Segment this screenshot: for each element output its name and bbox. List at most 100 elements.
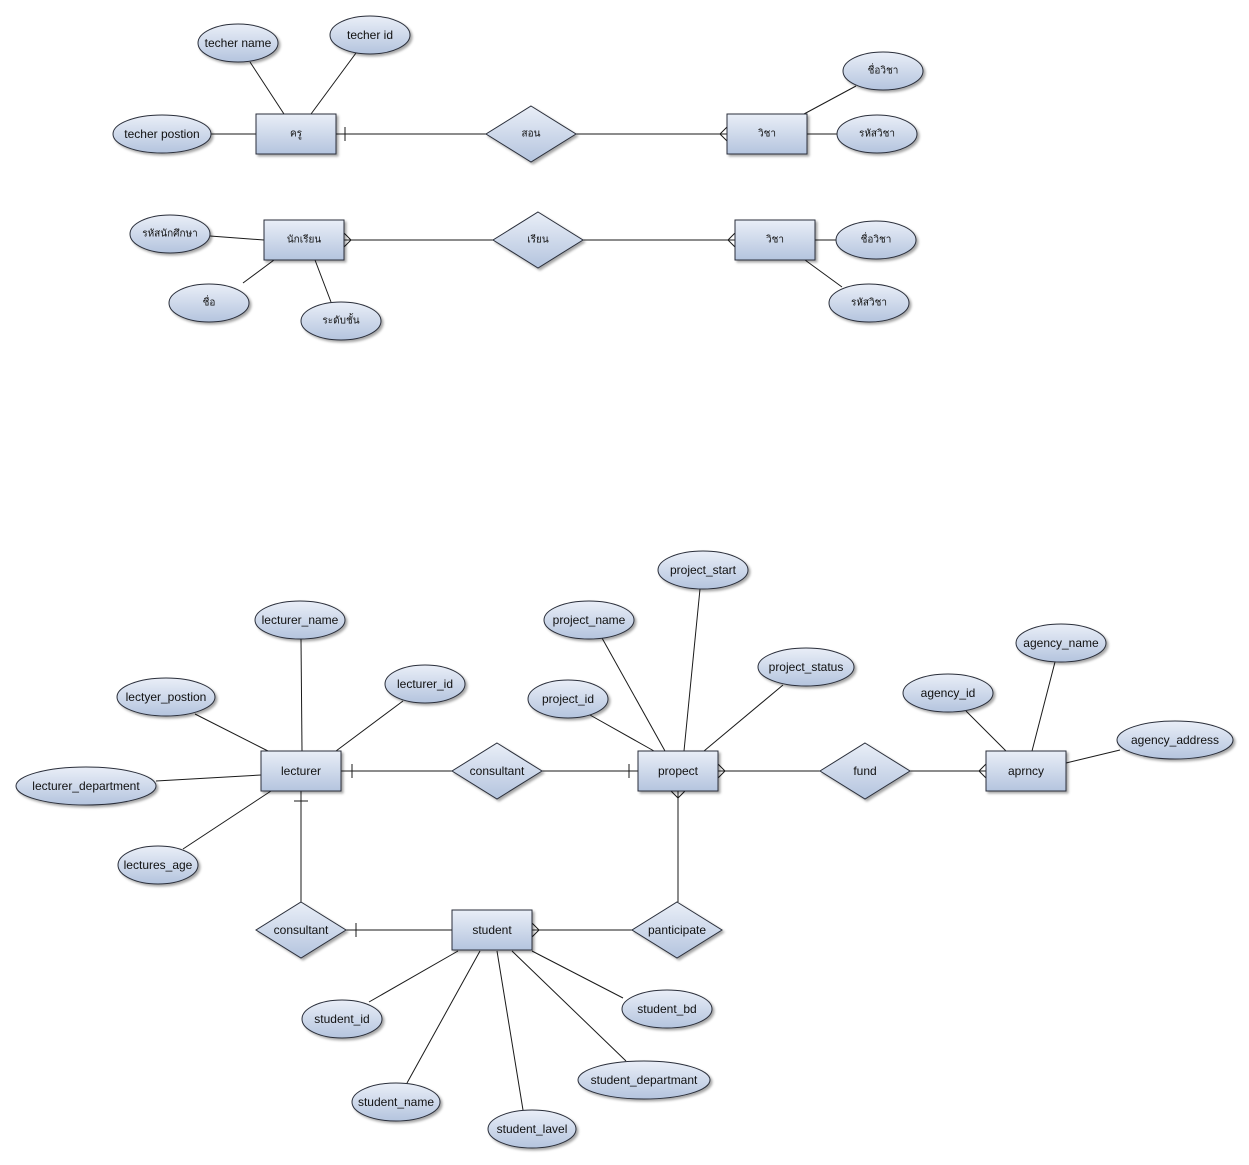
entity-agency[interactable]: aprncy [985, 750, 1067, 792]
shape-label: เรียน [527, 234, 549, 246]
shape-label: student [472, 923, 512, 937]
entity-student-th[interactable]: นักเรียน [263, 219, 345, 261]
attribute-ellipse [197, 23, 279, 63]
shape-label: project_name [553, 613, 626, 627]
attribute-stname[interactable]: ชื่อ [168, 283, 250, 323]
attribute-sname[interactable]: student_name [351, 1082, 441, 1122]
attribute-pstart[interactable]: project_start [657, 550, 749, 590]
attribute-stid[interactable]: รหัสนักศึกษา [129, 214, 211, 254]
connector-line [1031, 661, 1056, 752]
attribute-ellipse [842, 51, 924, 91]
attribute-ldept[interactable]: lecturer_department [15, 766, 157, 806]
entity-subject1[interactable]: วิชา [726, 113, 808, 155]
attribute-ellipse [15, 766, 157, 806]
attribute-lage[interactable]: lectures_age [117, 845, 199, 885]
attribute-ellipse [300, 301, 382, 341]
attribute-s2name[interactable]: ชื่อวิชา [835, 220, 917, 260]
shape-label: agency_address [1131, 733, 1219, 747]
entity-project[interactable]: propect [637, 750, 719, 792]
cardinality-many-mark [531, 922, 540, 938]
attribute-sdept[interactable]: student_departmant [577, 1060, 711, 1100]
attribute-ellipse [112, 114, 212, 154]
attribute-ellipse [117, 845, 199, 885]
shape-label: project_status [769, 660, 844, 674]
relationship-study[interactable]: เรียน [492, 211, 584, 269]
attribute-lpos[interactable]: lectyer_postion [116, 677, 216, 717]
entity-subject2[interactable]: วิชา [734, 219, 816, 261]
relationship-teach[interactable]: สอน [485, 105, 577, 163]
connector-line [965, 710, 1007, 752]
shape-label: techer id [347, 28, 393, 42]
connector-line [683, 588, 701, 752]
cardinality-many-mark [978, 763, 987, 779]
connector-line [589, 714, 655, 752]
attribute-s1name[interactable]: ชื่อวิชา [842, 51, 924, 91]
connector-line [314, 259, 332, 303]
attribute-s2code[interactable]: รหัสวิชา [828, 283, 910, 323]
attribute-ellipse [828, 283, 910, 323]
connector-line [703, 684, 784, 752]
attribute-sid[interactable]: student_id [301, 999, 383, 1039]
shape-label: lecturer_name [262, 613, 339, 627]
shape-label: วิชา [758, 129, 776, 140]
shape-label: lecturer_department [32, 779, 140, 793]
cardinality-many-mark [343, 232, 352, 248]
relationship-fund[interactable]: fund [819, 742, 911, 800]
cardinality-many-mark [717, 763, 726, 779]
attribute-ellipse [836, 114, 918, 154]
attribute-ellipse [116, 677, 216, 717]
attribute-slavel[interactable]: student_lavel [487, 1109, 577, 1149]
attribute-ellipse [835, 220, 917, 260]
attribute-pid[interactable]: project_id [527, 679, 609, 719]
connector-line [209, 235, 265, 241]
shape-label: project_id [542, 692, 594, 706]
connector-line [804, 259, 843, 288]
attribute-ellipse [902, 673, 994, 713]
shape-label: fund [853, 764, 876, 778]
shape-label: วิชา [766, 235, 784, 246]
entity-box [255, 113, 337, 155]
attribute-tpos[interactable]: techer postion [112, 114, 212, 154]
attribute-stlevel[interactable]: ระดับชั้น [300, 301, 382, 341]
entity-box [734, 219, 816, 261]
connector-line [194, 713, 269, 752]
attribute-ellipse [384, 664, 466, 704]
shape-label: student_lavel [497, 1122, 568, 1136]
shape-label: student_name [358, 1095, 434, 1109]
relationship-participate[interactable]: panticipate [631, 901, 723, 959]
attribute-tid[interactable]: techer id [329, 15, 411, 55]
attribute-tname[interactable]: techer name [197, 23, 279, 63]
attribute-s1code[interactable]: รหัสวิชา [836, 114, 918, 154]
attribute-ellipse [757, 647, 855, 687]
shape-label: techer name [205, 36, 272, 50]
shape-label: student_departmant [591, 1073, 698, 1087]
attribute-lid[interactable]: lecturer_id [384, 664, 466, 704]
attribute-pname[interactable]: project_name [543, 600, 635, 640]
attribute-ellipse [351, 1082, 441, 1122]
entity-box [637, 750, 719, 792]
attribute-lname[interactable]: lecturer_name [254, 600, 346, 640]
attribute-pstatus[interactable]: project_status [757, 647, 855, 687]
shape-label: ครู [290, 129, 303, 140]
relationship-consult1[interactable]: consultant [451, 742, 543, 800]
shape-label: agency_name [1023, 636, 1099, 650]
shape-label: propect [658, 764, 699, 778]
entity-teacher[interactable]: ครู [255, 113, 337, 155]
attribute-agname[interactable]: agency_name [1015, 623, 1107, 663]
attribute-agaddr[interactable]: agency_address [1116, 720, 1234, 760]
connector-line [310, 52, 357, 115]
shape-label: aprncy [1008, 764, 1044, 778]
relationship-diamond [631, 901, 723, 959]
attribute-agid[interactable]: agency_id [902, 673, 994, 713]
attribute-sbd[interactable]: student_bd [621, 989, 713, 1029]
attribute-ellipse [577, 1060, 711, 1100]
cardinality-marks [294, 126, 987, 938]
entity-lecturer[interactable]: lecturer [260, 750, 342, 792]
attribute-ellipse [527, 679, 609, 719]
relationship-consult2[interactable]: consultant [255, 901, 347, 959]
entity-student[interactable]: student [451, 909, 533, 951]
shape-label: รหัสวิชา [859, 129, 895, 140]
cardinality-many-mark [727, 232, 736, 248]
connector-line [406, 950, 481, 1084]
